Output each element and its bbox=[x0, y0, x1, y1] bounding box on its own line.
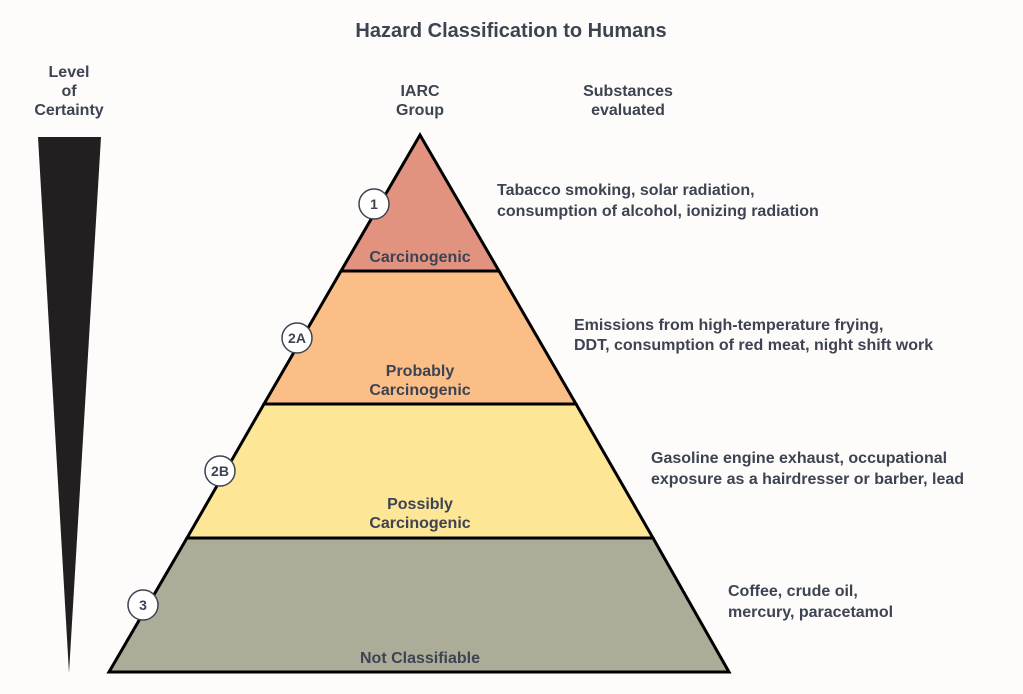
layer-label: Possibly bbox=[387, 496, 453, 513]
substances-text: consumption of alcohol, ionizing radiati… bbox=[497, 203, 819, 220]
certainty-header-line1: Level bbox=[49, 64, 90, 81]
substances-header-line2: evaluated bbox=[591, 102, 665, 119]
group-badge: 2A bbox=[281, 322, 313, 354]
group-badge: 2B bbox=[204, 455, 236, 487]
layer-label: Carcinogenic bbox=[369, 249, 470, 266]
certainty-wedge bbox=[38, 137, 101, 673]
layer-label: Carcinogenic bbox=[369, 382, 470, 399]
group-badge-text: 2A bbox=[288, 330, 306, 346]
group-badge-text: 2B bbox=[211, 463, 229, 479]
group-badge-text: 1 bbox=[370, 196, 378, 212]
substances-text: Coffee, crude oil, bbox=[728, 583, 858, 600]
layer-label: Carcinogenic bbox=[369, 515, 470, 532]
group-header-line1: IARC bbox=[400, 83, 440, 100]
group-badge: 1 bbox=[358, 188, 390, 220]
substances-text: exposure as a hairdresser or barber, lea… bbox=[651, 471, 964, 488]
certainty-header-line2: of bbox=[61, 83, 77, 100]
certainty-header-line3: Certainty bbox=[34, 102, 103, 119]
diagram-title: Hazard Classification to Humans bbox=[355, 20, 666, 42]
substances-text: Gasoline engine exhaust, occupational bbox=[651, 450, 947, 467]
substances-text: Emissions from high-temperature frying, bbox=[574, 317, 883, 334]
layer-label: Probably bbox=[386, 363, 455, 380]
substances-header-line1: Substances bbox=[583, 83, 673, 100]
substances-text: Tabacco smoking, solar radiation, bbox=[497, 182, 755, 199]
group-badge: 3 bbox=[127, 589, 159, 621]
layer-label: Not Classifiable bbox=[360, 650, 480, 667]
group-header-line2: Group bbox=[396, 102, 444, 119]
substances-text: mercury, paracetamol bbox=[728, 604, 893, 621]
layer-group-3 bbox=[106, 536, 732, 674]
substances-text: DDT, consumption of red meat, night shif… bbox=[574, 337, 933, 354]
group-badge-text: 3 bbox=[139, 597, 147, 613]
